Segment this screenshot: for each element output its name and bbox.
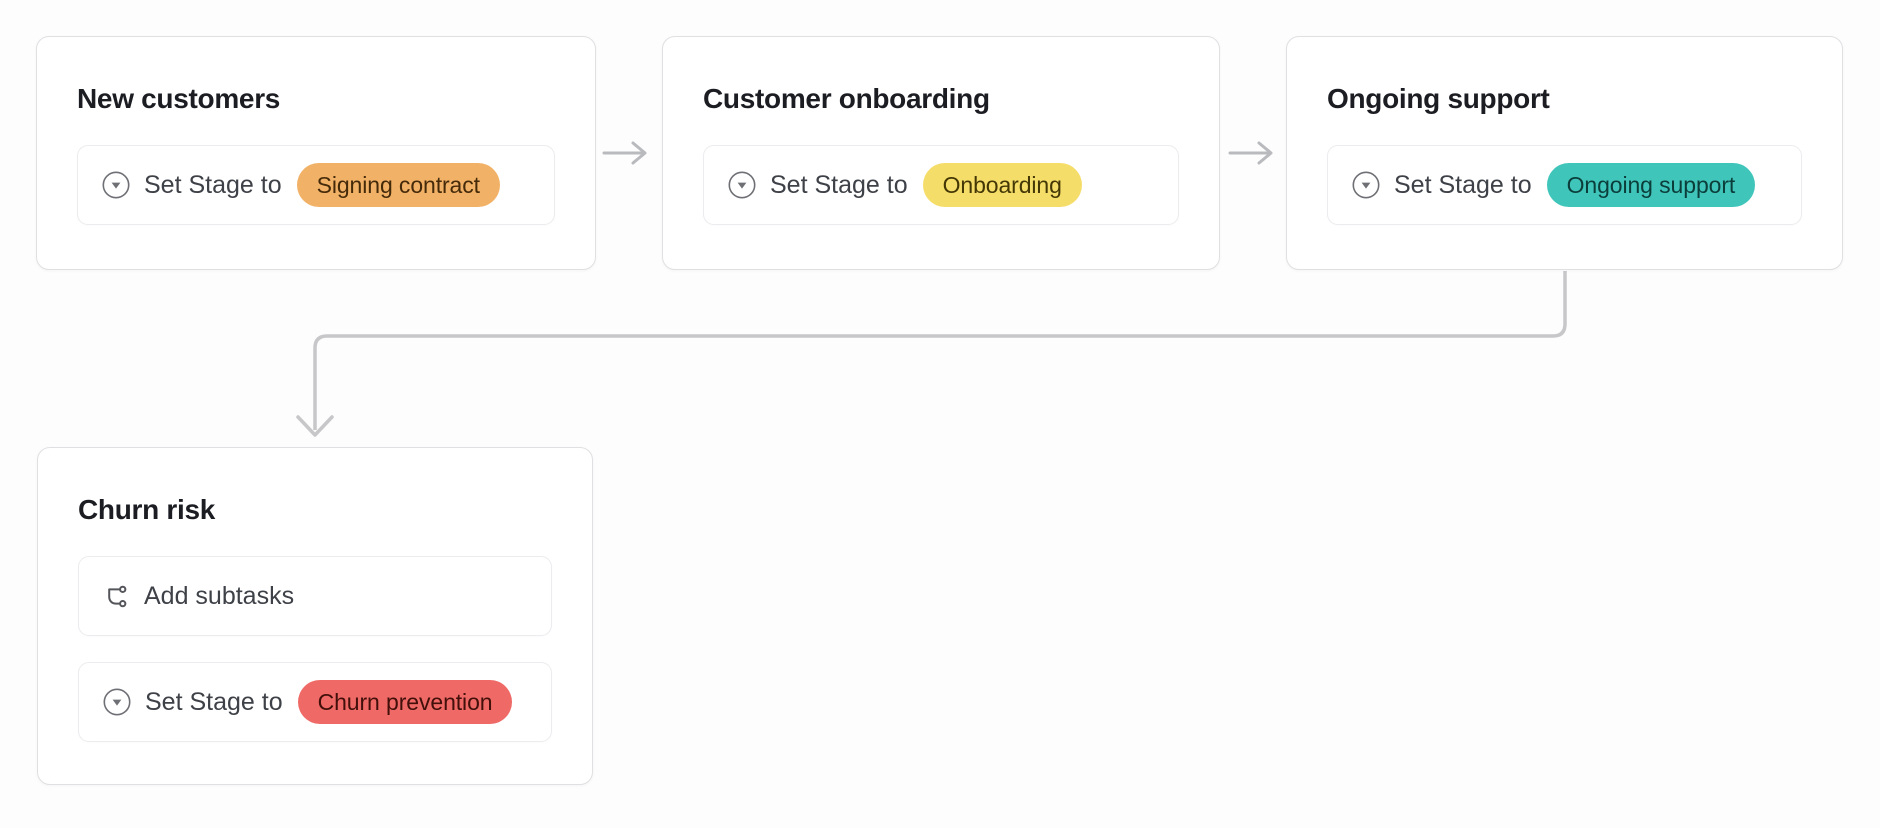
set-stage-action-row[interactable]: Set Stage to Churn prevention [78, 662, 552, 742]
node-title: Churn risk [78, 494, 216, 525]
workflow-node-churn-risk[interactable]: Churn risk Add subtasks Set Stage to Chu… [37, 447, 593, 785]
set-stage-label: Set Stage to [770, 170, 908, 199]
workflow-node-customer-onboarding[interactable]: Customer onboarding Set Stage to Onboard… [662, 36, 1220, 270]
node-title: Customer onboarding [703, 83, 990, 114]
workflow-node-ongoing-support[interactable]: Ongoing support Set Stage to Ongoing sup… [1286, 36, 1843, 270]
node-title: New customers [77, 83, 281, 114]
add-subtasks-action-row[interactable]: Add subtasks [78, 556, 552, 636]
add-subtasks-label: Add subtasks [144, 581, 295, 610]
set-stage-action-row[interactable]: Set Stage to Onboarding [703, 145, 1179, 225]
set-stage-label: Set Stage to [145, 687, 283, 716]
set-stage-label: Set Stage to [144, 170, 282, 199]
stage-dropdown-icon [728, 171, 756, 199]
stage-dropdown-icon [102, 171, 130, 199]
stage-badge: Churn prevention [297, 680, 513, 724]
workflow-node-new-customers[interactable]: New customers Set Stage to Signing contr… [36, 36, 596, 270]
flow-arrow-right-icon [602, 141, 647, 165]
set-stage-label: Set Stage to [1394, 170, 1532, 199]
set-stage-action-row[interactable]: Set Stage to Ongoing support [1327, 145, 1802, 225]
stage-badge: Signing contract [296, 163, 500, 207]
flow-arrow-right-icon [1228, 141, 1273, 165]
stage-badge: Ongoing support [1546, 163, 1756, 207]
subtasks-icon [103, 583, 130, 610]
stage-dropdown-icon [1352, 171, 1380, 199]
stage-badge: Onboarding [922, 163, 1082, 207]
stage-dropdown-icon [103, 688, 131, 716]
set-stage-action-row[interactable]: Set Stage to Signing contract [77, 145, 555, 225]
node-title: Ongoing support [1327, 83, 1550, 114]
